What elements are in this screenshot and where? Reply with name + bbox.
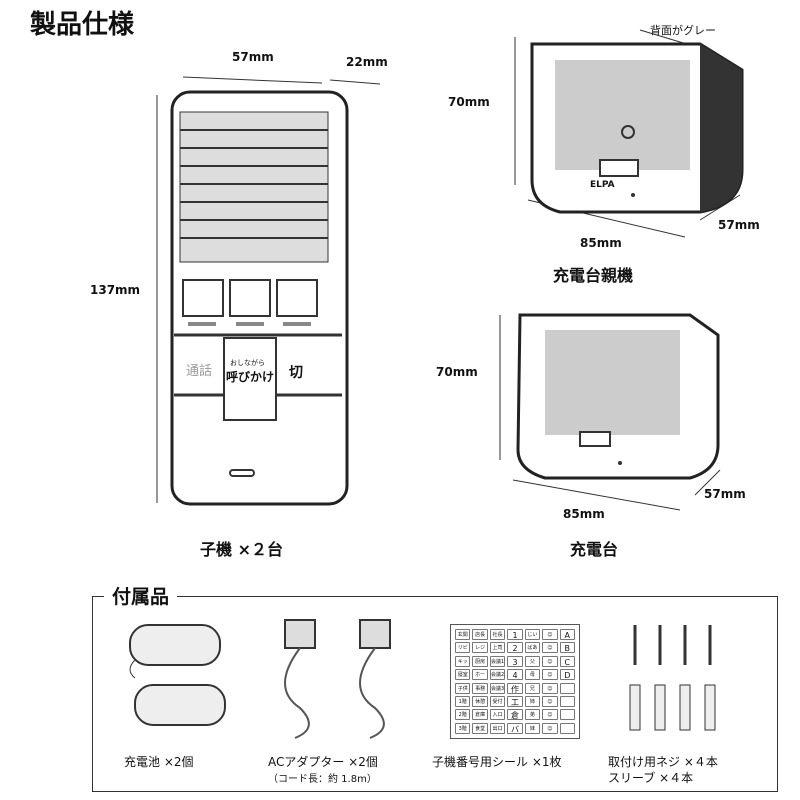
sticker-sheet: 玄関店長社長1じい☺Aリビングレジ上司2ばあ☺Bキッチン厨房会議13父☺C寝室ホ… [450, 624, 580, 739]
accessories-box [92, 596, 778, 792]
sticker-cell: 店長 [472, 629, 488, 640]
sticker-cell: 倉庫 [472, 709, 488, 721]
sticker-cell: 4 [507, 669, 523, 681]
ac-adapter-cord-length: （コード長：約 1.8m） [268, 774, 377, 785]
sticker-cell: 会議1 [489, 655, 506, 667]
sticker-cell [559, 682, 575, 694]
sticker-cell: 1階 [455, 695, 471, 707]
sticker-cell: 玄関 [455, 629, 471, 640]
sticker-cell [559, 695, 575, 707]
sticker-cell: 工場 [507, 695, 523, 707]
sticker-cell: ☺ [542, 642, 558, 654]
sticker-label: 子機番号用シール ×1枚 [432, 755, 562, 769]
sticker-cell: 会議2 [489, 669, 506, 681]
sticker-cell: 会議3 [489, 682, 506, 694]
sticker-cell: 食堂 [472, 722, 488, 734]
page-title: 製品仕様 [30, 10, 135, 40]
sticker-cell: 入口 [489, 709, 506, 721]
sleeves-label: スリーブ ×４本 [608, 771, 694, 785]
sticker-cell: 子供 [455, 682, 471, 694]
sticker-cell: バックヤード [507, 722, 523, 734]
rear-gray-note: 背面がグレー [650, 24, 716, 37]
handset-height: 137mm [90, 283, 141, 297]
sticker-cell: 2 [507, 642, 523, 654]
sticker-cell [559, 722, 575, 734]
sticker-cell: 妹 [524, 722, 541, 734]
handset-depth: 22mm [346, 55, 388, 69]
sticker-cell: 倉庫 [507, 709, 523, 721]
sticker-cell: 3 [507, 655, 523, 667]
talk-button-label: 通話 [186, 364, 213, 379]
sticker-cell: 社長 [489, 629, 506, 640]
sticker-cell: 休憩 [472, 695, 488, 707]
base-master-height: 70mm [448, 95, 490, 109]
end-button-label: 切 [289, 365, 303, 381]
sticker-cell [559, 709, 575, 721]
sticker-cell: じい [524, 629, 541, 640]
sticker-cell: 出口 [489, 722, 506, 734]
screws-label: 取付け用ネジ ×４本 [608, 755, 718, 769]
handset-caption: 子機 ×２台 [200, 540, 283, 559]
sticker-cell: 弟 [524, 709, 541, 721]
base-master-illustration [514, 29, 744, 238]
sticker-cell: 2階 [455, 709, 471, 721]
sticker-cell: レジ [472, 642, 488, 654]
call-button-small-label: おしながら [230, 359, 265, 367]
battery-label: 充電池 ×2個 [124, 755, 194, 769]
sticker-cell: B [559, 642, 575, 654]
sticker-cell: C [559, 655, 575, 667]
sticker-cell: A [559, 629, 575, 640]
sticker-cell: ☺ [542, 709, 558, 721]
sticker-cell: 作業 [507, 682, 523, 694]
sticker-cell: ☺ [542, 629, 558, 640]
base-width: 85mm [563, 507, 605, 521]
base-master-caption: 充電台親機 [553, 266, 634, 285]
ac-adapter-icon [284, 619, 391, 739]
sticker-cell: 受付 [489, 695, 506, 707]
sticker-cell: 父 [524, 655, 541, 667]
screws-and-sleeves-icon [629, 625, 716, 731]
base-illustration [499, 313, 721, 511]
accessories-title: 付属品 [104, 582, 178, 609]
handset-illustration [156, 76, 381, 506]
sticker-cell: D [559, 669, 575, 681]
sticker-cell: 上司 [489, 642, 506, 654]
sticker-cell: 3階 [455, 722, 471, 734]
sticker-cell: 1 [507, 629, 523, 640]
base-master-width: 85mm [580, 236, 622, 250]
battery-icon [129, 624, 226, 726]
sticker-cell: 姉 [524, 695, 541, 707]
call-button-label: 呼びかけ [226, 370, 275, 384]
sticker-cell: ☺ [542, 682, 558, 694]
sticker-cell: ☺ [542, 655, 558, 667]
ac-adapter-label: ACアダプター ×2個 [268, 755, 378, 769]
base-caption: 充電台 [570, 540, 619, 559]
sticker-cell: 寝室 [455, 669, 471, 681]
sticker-cell: 母 [524, 669, 541, 681]
sticker-cell: ホール [472, 669, 488, 681]
sticker-cell: 厨房 [472, 655, 488, 667]
sticker-cell: キッチン [455, 655, 471, 667]
brand-logo: ELPA [590, 180, 615, 190]
sticker-cell: ☺ [542, 669, 558, 681]
sticker-cell: ☺ [542, 695, 558, 707]
sticker-cell: 兄 [524, 682, 541, 694]
base-depth: 57mm [704, 487, 746, 501]
base-master-depth: 57mm [718, 218, 760, 232]
sticker-cell: リビング [455, 642, 471, 654]
sticker-cell: ばあ [524, 642, 541, 654]
handset-width: 57mm [232, 50, 274, 64]
base-height: 70mm [436, 365, 478, 379]
sticker-cell: ☺ [542, 722, 558, 734]
sticker-cell: 事務所 [472, 682, 488, 694]
